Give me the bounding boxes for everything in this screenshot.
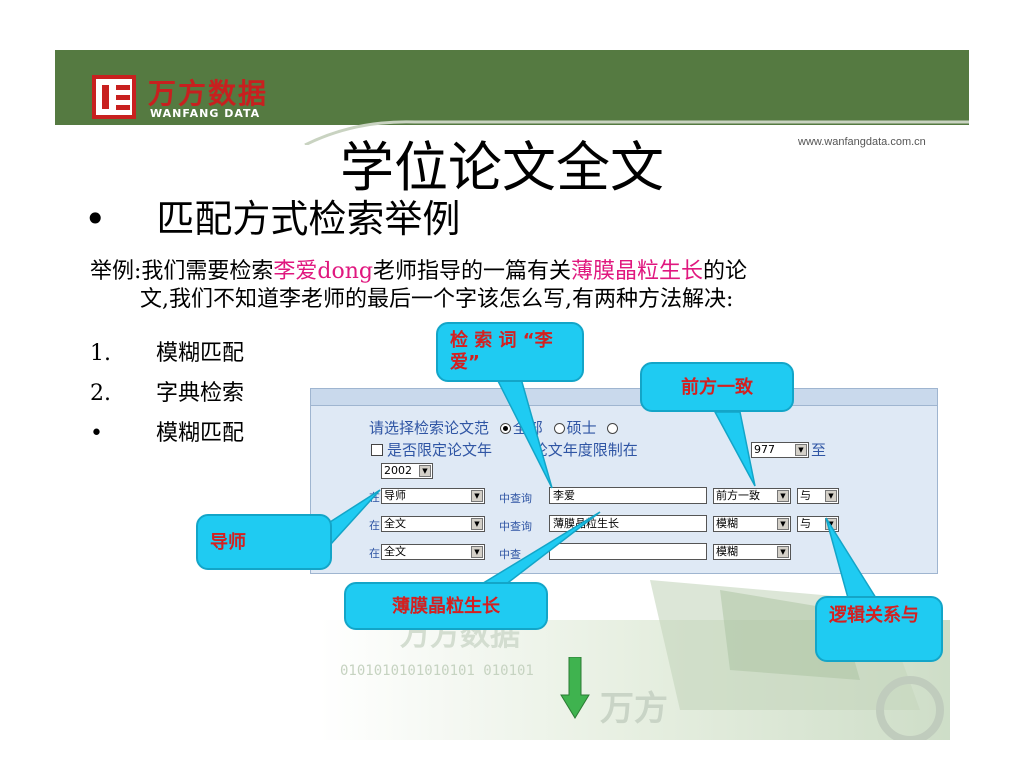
row2-mid: 中查询 [499,520,532,533]
chevron-down-icon: ▼ [777,490,789,502]
website-url: www.wanfangdata.com.cn [798,136,926,148]
row3-field-value: 全文 [384,545,406,558]
list-item: 2. 字典检索 [90,374,244,414]
example-paragraph: 举例:我们需要检索李爱dong老师指导的一篇有关薄膜晶粒生长的论 文,我们不知道… [90,258,940,314]
chevron-down-icon: ▼ [795,444,807,456]
method-list: 1. 模糊匹配 2. 字典检索 • 模糊匹配 [90,334,244,454]
year-to-label: 至 [811,441,827,459]
year-to-select[interactable]: 2002 ▼ [381,463,433,479]
chevron-down-icon: ▼ [419,465,431,477]
row2-logic-select[interactable]: 与▼ [797,516,839,532]
list-text: 模糊匹配 [156,341,245,366]
bullet-symbol: • [84,197,107,241]
row1-query-input[interactable]: 李爱 [549,487,707,504]
form-topbar [311,389,937,406]
row2-match-value: 模糊 [716,517,738,530]
row2-match-select[interactable]: 模糊 ▼ [713,516,791,532]
chevron-down-icon: ▼ [471,546,483,558]
row2-prefix: 在 [369,519,380,532]
svg-text:0101010101010101 010101: 0101010101010101 010101 [340,663,534,679]
chevron-down-icon: ▼ [825,518,837,530]
scope-radio-other[interactable] [607,423,619,434]
row3-match-value: 模糊 [716,545,738,558]
callout-logic: 逻辑关系与 [815,596,943,662]
row2-query-input[interactable]: 薄膜晶粒生长 [549,515,707,532]
year-to-value: 2002 [384,464,412,477]
row2-field-select[interactable]: 全文 ▼ [381,516,485,532]
para-mid: 老师指导的一篇有关 [373,259,572,284]
year-row: 是否限定论文年 论文年度限制在 [371,439,638,460]
list-text: 字典检索 [156,381,245,406]
row1-field-select[interactable]: 导师 ▼ [381,488,485,504]
bullet-heading: • 匹配方式检索举例 [84,196,460,242]
scope-radio-all[interactable] [499,423,511,434]
callout-search-term: 检 索 词 “李爱” [436,322,584,382]
list-text: 模糊匹配 [156,421,245,446]
scope-label: 请选择检索论文范 [369,419,490,437]
header-band [55,50,969,125]
scope-row: 请选择检索论文范 全部 硕士 [369,417,620,438]
year-range-label: 论文年度限制在 [532,441,638,459]
row2-logic-value: 与 [800,517,811,530]
down-arrow-icon [560,657,590,719]
para-line-2: 文,我们不知道李老师的最后一个字该怎么写,有两种方法解决: [140,287,734,312]
svg-text:万方: 万方 [600,689,668,729]
brand-name-en: WANFANG DATA [150,107,261,120]
limit-year-checkbox[interactable] [371,444,383,456]
scope-option-master: 硕士 [566,419,597,437]
row1-match-value: 前方一致 [716,489,760,502]
row1-match-select[interactable]: 前方一致 ▼ [713,488,791,504]
para-highlight-topic: 薄膜晶粒生长 [571,259,704,284]
row2-field-value: 全文 [384,517,406,530]
list-item: • 模糊匹配 [90,414,244,454]
row3-prefix: 在 [369,547,380,560]
row3-query-input[interactable] [549,543,707,560]
year-from-value: 977 [754,443,775,456]
callout-keyword: 薄膜晶粒生长 [344,582,548,630]
row1-prefix: 在 [369,491,380,504]
bullet-heading-text: 匹配方式检索举例 [156,197,461,241]
list-marker: 2. [90,381,111,406]
para-highlight-advisor: 李爱dong [273,259,374,284]
slide-title: 学位论文全文 [340,136,664,199]
list-marker: • [90,421,103,446]
callout-prefix-match: 前方一致 [640,362,794,412]
chevron-down-icon: ▼ [471,518,483,530]
scope-radio-master[interactable] [553,423,565,434]
chevron-down-icon: ▼ [777,518,789,530]
para-prefix: 举例:我们需要检索 [90,259,274,284]
row1-mid: 中查询 [499,492,532,505]
callout-advisor: 导师 [196,514,332,570]
para-suffix: 的论 [703,259,748,284]
limit-year-label: 是否限定论文年 [387,441,493,459]
year-from-select[interactable]: 977 ▼ [751,442,809,458]
row1-logic-value: 与 [800,489,811,502]
brand-name-cn: 万方数据 [148,77,269,110]
list-item: 1. 模糊匹配 [90,334,244,374]
row1-field-value: 导师 [384,489,406,502]
list-marker: 1. [90,341,111,366]
scope-option-all: 全部 [512,419,543,437]
wanfang-logo-icon [92,75,136,119]
row3-match-select[interactable]: 模糊 ▼ [713,544,791,560]
chevron-down-icon: ▼ [777,546,789,558]
search-form-screenshot: 请选择检索论文范 全部 硕士 是否限定论文年 论文年度限制在 977 ▼ 至 20… [310,388,938,574]
header-curve [55,120,969,145]
chevron-down-icon: ▼ [825,490,837,502]
chevron-down-icon: ▼ [471,490,483,502]
row1-logic-select[interactable]: 与▼ [797,488,839,504]
row3-field-select[interactable]: 全文 ▼ [381,544,485,560]
